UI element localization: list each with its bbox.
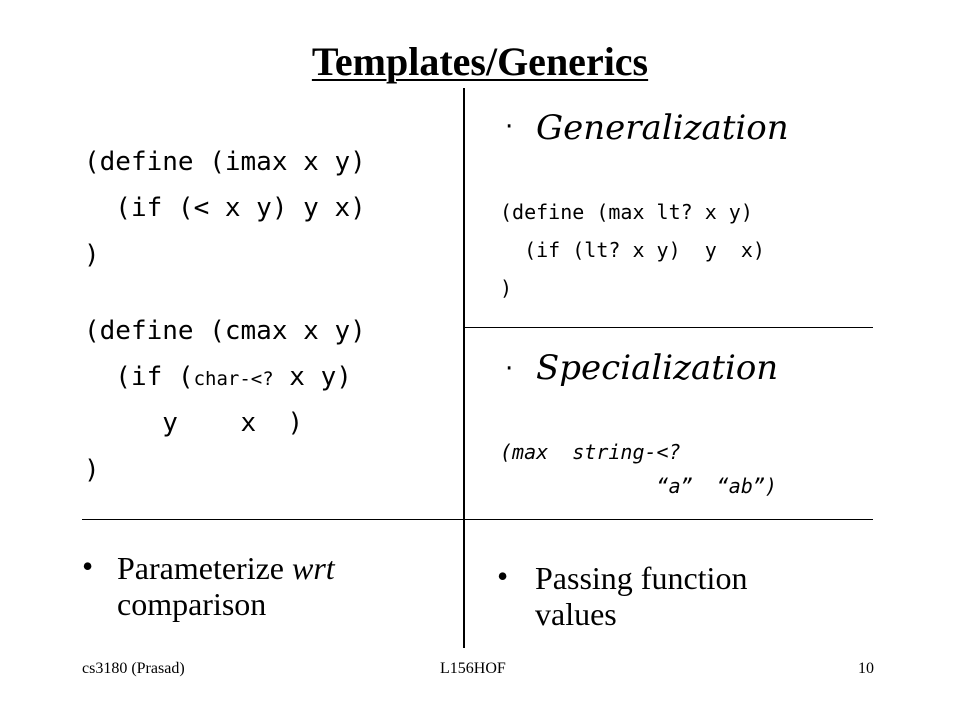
cmax-line-4: ): [84, 455, 100, 485]
left-bullet-glyph: •: [82, 548, 94, 584]
right-bullet-glyph: •: [497, 558, 509, 594]
imax-line-3: ): [84, 240, 100, 270]
specialization-bullet-glyph: ·: [505, 354, 514, 384]
right-bullet-text: Passing function values: [535, 560, 747, 632]
slide-title: Templates/Generics: [311, 39, 649, 84]
cmax-args: x y): [273, 362, 352, 392]
generalization-bullet-glyph: ·: [505, 112, 514, 142]
vertical-divider: [463, 88, 465, 648]
specialization-heading: Specialization: [536, 348, 779, 388]
max-line-3: ): [500, 276, 513, 300]
left-bullet-text-wrt: wrt: [292, 550, 335, 586]
spec-line-2: “a” “ab”): [500, 474, 777, 498]
imax-line-1: (define (imax x y): [84, 147, 366, 177]
left-bullet-text-main: Parameterize: [117, 550, 292, 586]
cmax-if-open: (if (: [84, 362, 194, 392]
left-bullet-text: Parameterize wrt comparison: [117, 550, 335, 622]
max-line-2: (if (lt? x y) y x): [500, 238, 765, 262]
max-line-1: (define (max lt? x y): [500, 200, 753, 224]
spec-line-1: (max string-<?: [500, 440, 681, 464]
footer-page-number: 10: [858, 660, 874, 677]
cmax-line-2: (if (char-<? x y): [84, 362, 352, 392]
imax-line-2: (if (< x y) y x): [84, 193, 366, 223]
cmax-line-3: y x ): [84, 408, 304, 438]
horizontal-divider: [82, 519, 873, 520]
cmax-comparator: char-<?: [193, 368, 274, 390]
right-bullet-text-line2: values: [535, 596, 617, 632]
left-bullet-text-line2: comparison: [117, 586, 267, 622]
footer-lecture: L156HOF: [440, 660, 506, 677]
cmax-line-1: (define (cmax x y): [84, 316, 366, 346]
footer-course: cs3180 (Prasad): [82, 660, 185, 677]
generalization-heading: Generalization: [536, 108, 789, 148]
right-top-divider: [465, 327, 873, 328]
right-bullet-text-line1: Passing function: [535, 560, 748, 596]
